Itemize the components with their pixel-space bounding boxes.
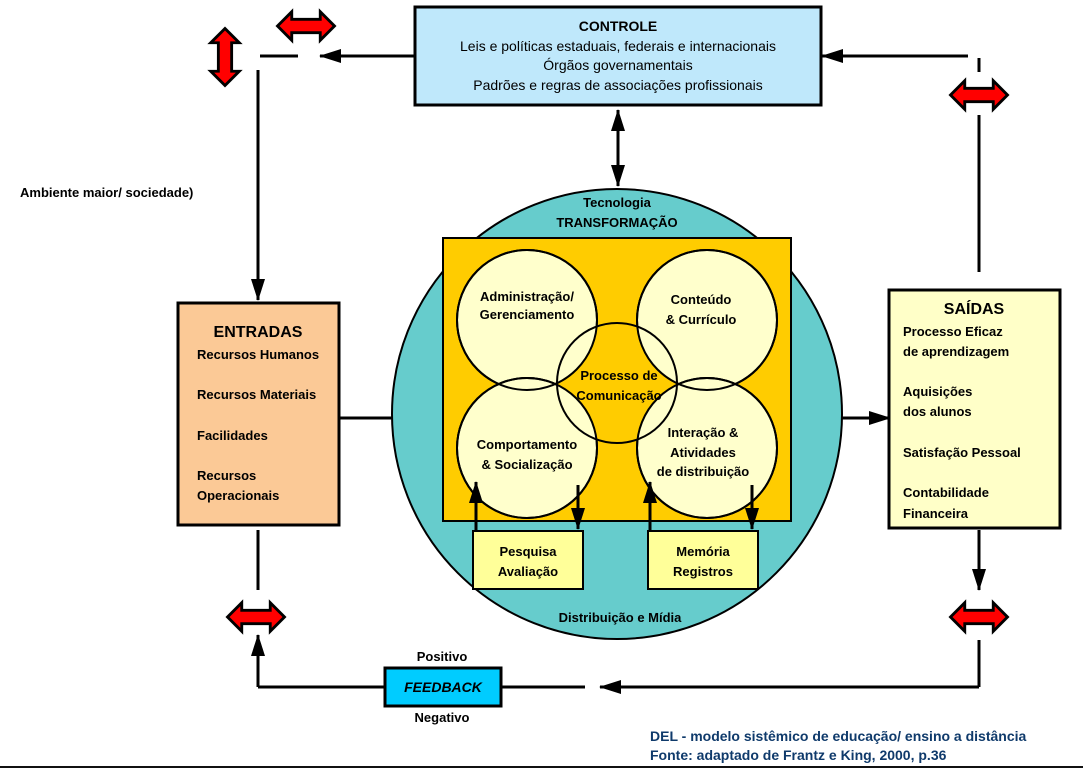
technology-label: Tecnologia [583, 195, 651, 210]
comunicacao-label: Processo de [580, 368, 657, 383]
entradas-item: Recursos Humanos [197, 347, 319, 362]
transformation-label: TRANSFORMAÇÃO [556, 215, 677, 230]
saidas-item: dos alunos [903, 404, 972, 419]
entradas-item: Facilidades [197, 428, 268, 443]
entradas-item: Recursos Materiais [197, 387, 316, 402]
red-double-arrow-bottom-right [949, 601, 1009, 633]
comunicacao-label: Comunicação [576, 388, 661, 403]
caption-source: Fonte: adaptado de Frantz e King, 2000, … [650, 747, 947, 763]
research-memory-arrows [469, 481, 759, 531]
pesquisa-label: Pesquisa [499, 544, 557, 559]
saidas-item: Contabilidade [903, 485, 989, 500]
feedback-label: FEEDBACK [404, 679, 483, 695]
controle-line: Órgãos governamentais [543, 57, 692, 73]
controle-line: Leis e políticas estaduais, federais e i… [460, 38, 776, 54]
interacao-label: de distribuição [657, 464, 750, 479]
comportamento-label: & Socialização [481, 457, 572, 472]
feedback-negative-label: Negativo [415, 710, 470, 725]
saidas-item: Processo Eficaz [903, 324, 1003, 339]
bottom-border [0, 766, 1083, 768]
red-double-arrow-left-vertical [209, 27, 241, 87]
admin-label: Administração/ [480, 289, 574, 304]
environment-loop [251, 49, 986, 694]
controle-box: CONTROLE Leis e políticas estaduais, fed… [413, 5, 823, 107]
saidas-item: Financeira [903, 506, 969, 521]
pesquisa-box: Pesquisa Avaliação [472, 530, 584, 590]
saidas-item: Aquisições [903, 384, 972, 399]
feedback-positive-label: Positivo [417, 649, 468, 664]
red-double-arrow-top-right [949, 79, 1009, 111]
saidas-box: SAÍDAS Processo Eficaz de aprendizagem A… [887, 288, 1062, 530]
registros-label: Registros [673, 564, 733, 579]
feedback-box: Positivo FEEDBACK Negativo [383, 649, 503, 725]
saidas-title: SAÍDAS [944, 299, 1005, 318]
caption-title: DEL - modelo sistêmico de educação/ ensi… [650, 728, 1027, 744]
interacao-label: Interação & [668, 425, 739, 440]
comportamento-label: Comportamento [477, 437, 577, 452]
entradas-title: ENTRADAS [214, 324, 303, 341]
saidas-item: Satisfação Pessoal [903, 445, 1021, 460]
admin-label: Gerenciamento [480, 307, 575, 322]
memoria-label: Memória [676, 544, 730, 559]
controle-line: Padrões e regras de associações profissi… [473, 77, 763, 93]
entradas-item: Operacionais [197, 488, 279, 503]
memoria-box: Memória Registros [647, 530, 759, 590]
interacao-label: Atividades [670, 445, 736, 460]
environment-label: Ambiente maior/ sociedade) [20, 185, 193, 200]
entradas-item: Recursos [197, 468, 256, 483]
controle-title: CONTROLE [579, 18, 658, 34]
conteudo-label: & Currículo [666, 312, 737, 327]
process-circles: Administração/ Gerenciamento Conteúdo & … [456, 249, 778, 519]
saidas-item: de aprendizagem [903, 344, 1009, 359]
distribution-media-label: Distribuição e Mídia [559, 610, 683, 625]
red-double-arrow-top [276, 10, 336, 42]
conteudo-label: Conteúdo [671, 292, 732, 307]
entradas-box: ENTRADAS Recursos Humanos Recursos Mater… [176, 301, 341, 527]
avaliacao-label: Avaliação [498, 564, 558, 579]
red-double-arrow-bottom-left [226, 601, 286, 633]
